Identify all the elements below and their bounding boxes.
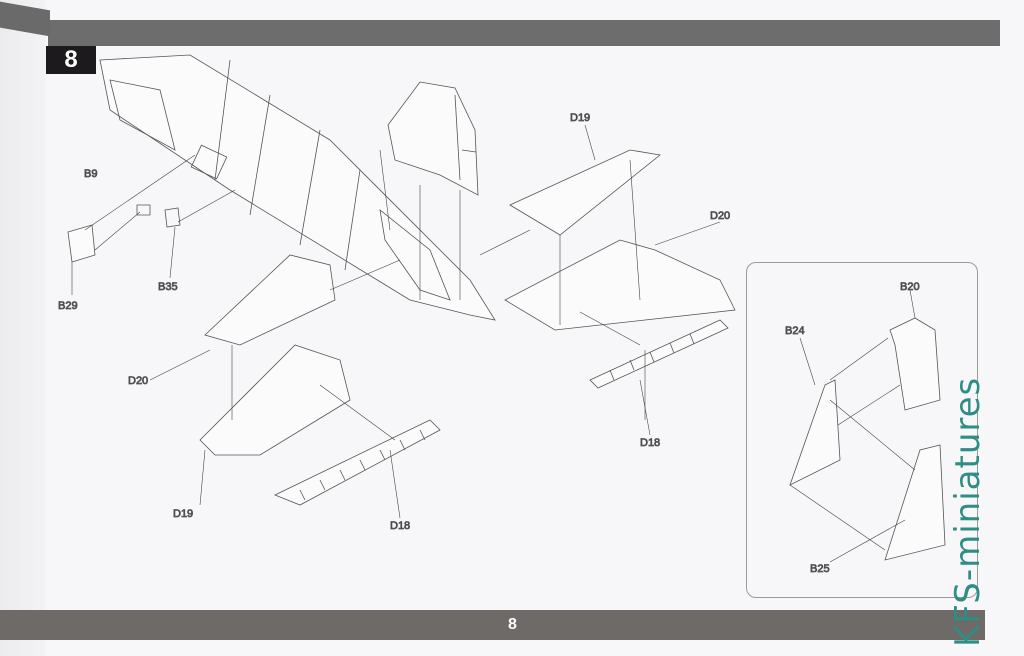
label-b24: B24 <box>785 325 805 337</box>
label-b9: B9 <box>84 168 97 180</box>
step-number-badge: 8 <box>46 46 96 74</box>
assembly-arrows <box>71 124 721 519</box>
tail-fin-drawing <box>387 81 479 196</box>
rudder-detail-inset <box>746 262 978 598</box>
inset-rudder-drawing <box>789 289 946 563</box>
label-b35: B35 <box>158 281 178 293</box>
fuselage-drawing <box>99 54 496 321</box>
right-wing-lower-d20 <box>504 239 736 331</box>
part-b35 <box>164 207 181 228</box>
label-d18-right: D18 <box>640 437 660 449</box>
part-b29 <box>67 224 96 263</box>
right-flap-d18 <box>589 319 729 389</box>
label-b25: B25 <box>810 563 830 575</box>
left-wing-upper-d20 <box>204 254 336 346</box>
part-b9 <box>136 204 151 216</box>
page-number: 8 <box>508 616 517 633</box>
label-d20-right: D20 <box>710 210 730 222</box>
left-wing-lower-d19 <box>199 344 351 456</box>
footer-band: 8 <box>0 610 985 640</box>
label-d19-left: D19 <box>173 508 193 520</box>
facing-page-edge <box>0 0 46 656</box>
label-b29: B29 <box>58 300 78 312</box>
header-band <box>48 20 1000 46</box>
watermark: KFS-miniatures <box>948 376 988 647</box>
label-d19-right: D19 <box>570 112 590 124</box>
left-flap-d18 <box>274 419 441 506</box>
label-d20-left: D20 <box>128 375 148 387</box>
label-b20: B20 <box>900 281 920 293</box>
label-d18-left: D18 <box>390 520 410 532</box>
right-wing-upper-d19 <box>509 149 661 236</box>
